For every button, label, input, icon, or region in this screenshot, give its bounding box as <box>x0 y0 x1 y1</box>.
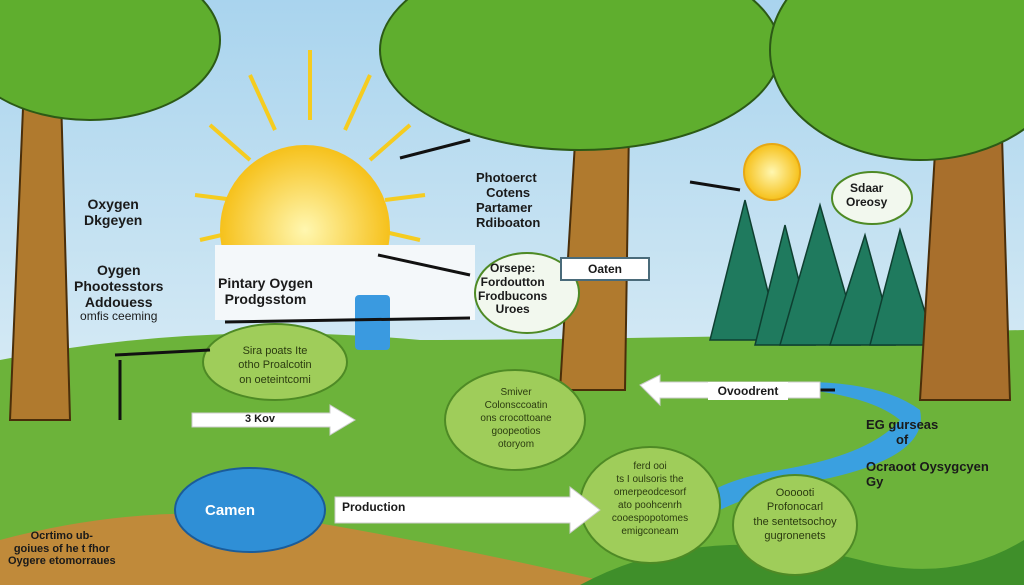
pond-label: Camen <box>205 502 256 519</box>
label-line: Phootesstors <box>74 278 164 295</box>
label-line: the sentetsochoy <box>753 515 837 528</box>
label-line: gugronenets <box>764 529 826 542</box>
label-line: Photoerct <box>476 170 537 185</box>
label-line: Smiver <box>500 387 532 398</box>
production-label: Production <box>340 500 408 515</box>
label-line: Fordoutton <box>480 274 545 289</box>
soil <box>0 513 620 585</box>
label-line: Gy <box>866 473 884 489</box>
label-line: ts I oulsoris the <box>616 474 684 485</box>
speech-clouds <box>202 171 913 576</box>
label-line: ato poohcenrh <box>618 500 682 511</box>
label-line: ons crocottoane <box>480 413 552 424</box>
label-line: Rdiboaton <box>476 214 541 230</box>
label-line: Ocraoot Oysygcyen <box>866 459 989 474</box>
tree-right <box>769 0 1024 401</box>
label-line: Oygen <box>96 262 141 278</box>
ovoodrent-label: Ovoodrent <box>708 382 788 400</box>
label-line: Oxygen <box>87 196 139 212</box>
water-container-icon <box>355 295 390 350</box>
label-line: Prodgsstom <box>224 291 307 308</box>
oxygen-diagram-label: Oxygen Dkgeyen <box>84 196 142 228</box>
tree-center <box>379 0 781 391</box>
photoerct-label: Photoerct Cotens Partamer Rdiboaton <box>476 170 541 231</box>
label-line: Colonsccoatin <box>484 400 548 411</box>
pine-trees <box>709 199 937 346</box>
label-line: Addouess <box>84 294 153 311</box>
solar-energy-label: Sdaar Oreosy <box>846 181 888 210</box>
label-line: of <box>895 431 909 447</box>
orsepe-label: Orsepe: Fordoutton Frodbucons Uroes <box>478 261 548 317</box>
ferd-cloud-text: ferd ooi ts I oulsoris the omerpeodcesor… <box>592 460 708 538</box>
label-line: Ocrtimo ub- <box>30 530 93 542</box>
label-line: otho Proalcotin <box>238 359 312 372</box>
pond <box>174 467 326 553</box>
label-line: Oygere etomorraues <box>8 555 116 568</box>
small-sun-icon <box>743 143 801 201</box>
arrows <box>114 138 835 420</box>
label-line: EG gurseas <box>866 417 939 432</box>
label-line: omerpeodcesorf <box>613 487 687 498</box>
label-line: cooespopotomes <box>611 513 689 524</box>
oooooti-cloud-text: Oooooti Profonocarl the sentetsochoy gug… <box>740 486 850 543</box>
label-line: otoryom <box>497 439 535 450</box>
label-line: goopeotios <box>491 426 541 437</box>
label-line: Frodbucons <box>478 288 548 303</box>
sira-cloud-text: Sira poats Ite otho Proalcotin on oetein… <box>212 344 338 387</box>
label-line: emigconeam <box>621 526 679 537</box>
label-line: Pintary Oygen <box>218 275 313 291</box>
label-line: Oooooti <box>775 487 815 499</box>
right-oxygen-label-2: Ocraoot Oysygcyen Gy <box>866 459 989 490</box>
smiver-cloud-text: Smiver Colonsccoatin ons crocottoane goo… <box>460 386 572 451</box>
label-line: Uroes <box>495 302 530 317</box>
label-line: on oeteintcomi <box>239 373 311 386</box>
label-line: goiues of he t fhor <box>13 542 110 555</box>
label-line: Partamer <box>476 199 533 215</box>
oaten-box: Oaten <box>560 257 650 281</box>
label-line: Profonocarl <box>766 501 824 514</box>
label-line: ferd ooi <box>633 461 667 472</box>
river <box>700 381 921 510</box>
label-line: omfis ceeming <box>80 309 158 324</box>
label-line: Cotens <box>486 184 531 200</box>
primary-oxygen-label: Pintary Oygen Prodgsstom <box>218 275 313 307</box>
label-line: Sdaar <box>850 181 884 195</box>
label-panel <box>215 245 475 320</box>
oxygen-photosynthesis-label: Oygen Phootesstors Addouess omfis ceemin… <box>74 262 163 324</box>
right-oxygen-label: EG gurseas of <box>866 417 939 448</box>
bottom-left-label: Ocrtimo ub- goiues of he t fhor Oygere e… <box>8 530 116 568</box>
label-line: Orsepe: <box>489 261 536 275</box>
tree-left <box>0 0 221 421</box>
label-line: Dkgeyen <box>84 212 143 229</box>
arrow-3kov-label: 3 Kov <box>245 413 275 425</box>
label-line: Sira poats Ite <box>242 345 308 357</box>
label-line: Oreosy <box>846 194 888 209</box>
